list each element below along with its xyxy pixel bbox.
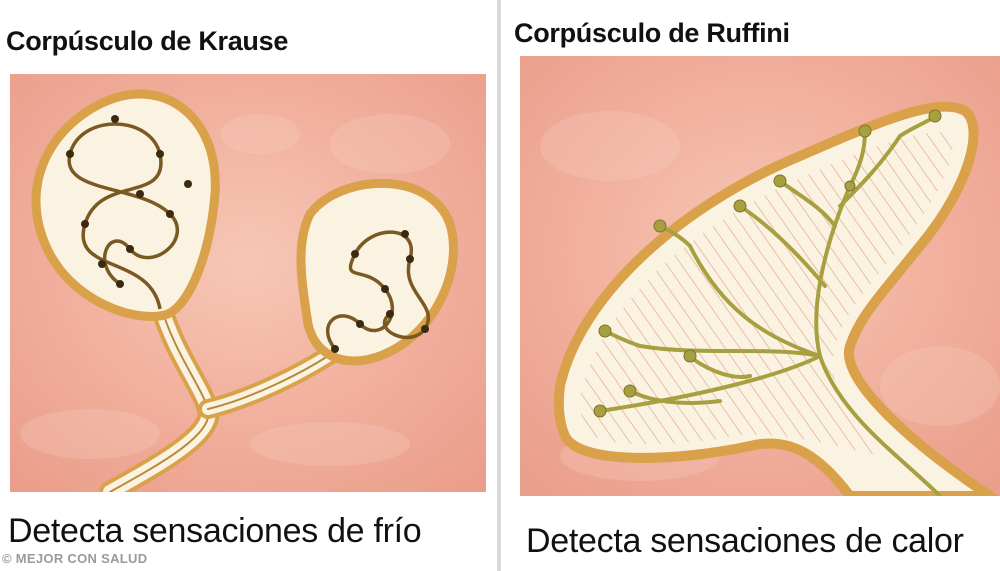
krause-capsule-right: [296, 178, 458, 366]
panel-divider: [497, 0, 501, 571]
krause-panel: Corpúsculo de Krause: [0, 0, 498, 571]
ruffini-title: Corpúsculo de Ruffini: [514, 18, 790, 48]
krause-capsule-left: [31, 89, 220, 321]
ruffini-nerve-endings: [598, 114, 942, 496]
krause-caption: Detecta sensaciones de frío: [8, 512, 422, 550]
krause-title: Corpúsculo de Krause: [6, 26, 289, 56]
ruffini-panel: Corpúsculo de Ruffini: [502, 0, 1000, 571]
watermark: © MEJOR CON SALUD: [2, 551, 148, 566]
krause-nerve-fiber: [99, 293, 338, 492]
krause-illustration: [10, 74, 486, 492]
ruffini-caption: Detecta sensaciones de calor: [526, 522, 964, 560]
ruffini-illustration: [520, 56, 1000, 496]
